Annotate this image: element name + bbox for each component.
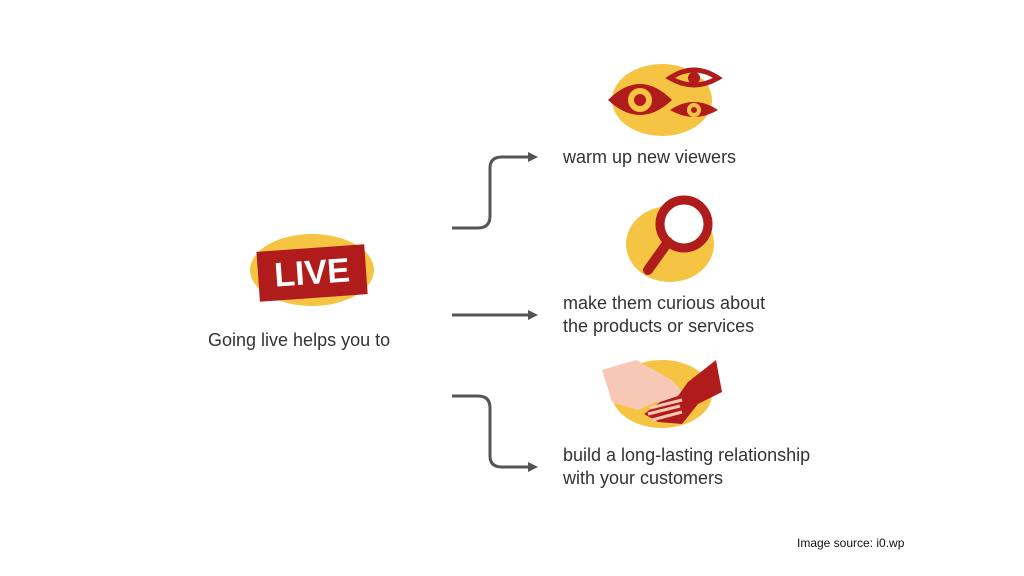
magnifier-icon [612,190,732,291]
item-2-line-1: make them curious about [563,293,766,313]
badge-rect [256,244,368,302]
badge-text: LIVE [273,251,351,294]
item-2-line-2: the products or services [563,316,755,336]
center-label: Going live helps you to [208,330,391,350]
item-3-line-1: build a long-lasting relationship [563,445,811,465]
arrow-to-item-1 [452,152,538,230]
item-1-text: warm up new viewers [563,146,736,169]
live-badge: LIVE [240,230,390,310]
arrow-to-item-3 [452,394,538,472]
item-2-text: make them curious about the products or … [563,292,765,338]
item-3-line-2: with your customers [563,468,724,488]
item-1-line-1: warm up new viewers [563,147,737,167]
handshake-icon [598,352,728,437]
item-3-text: build a long-lasting relationship with y… [563,444,810,490]
image-source-caption: Image source: i0.wp [797,536,905,550]
eyes-icon [600,60,730,145]
